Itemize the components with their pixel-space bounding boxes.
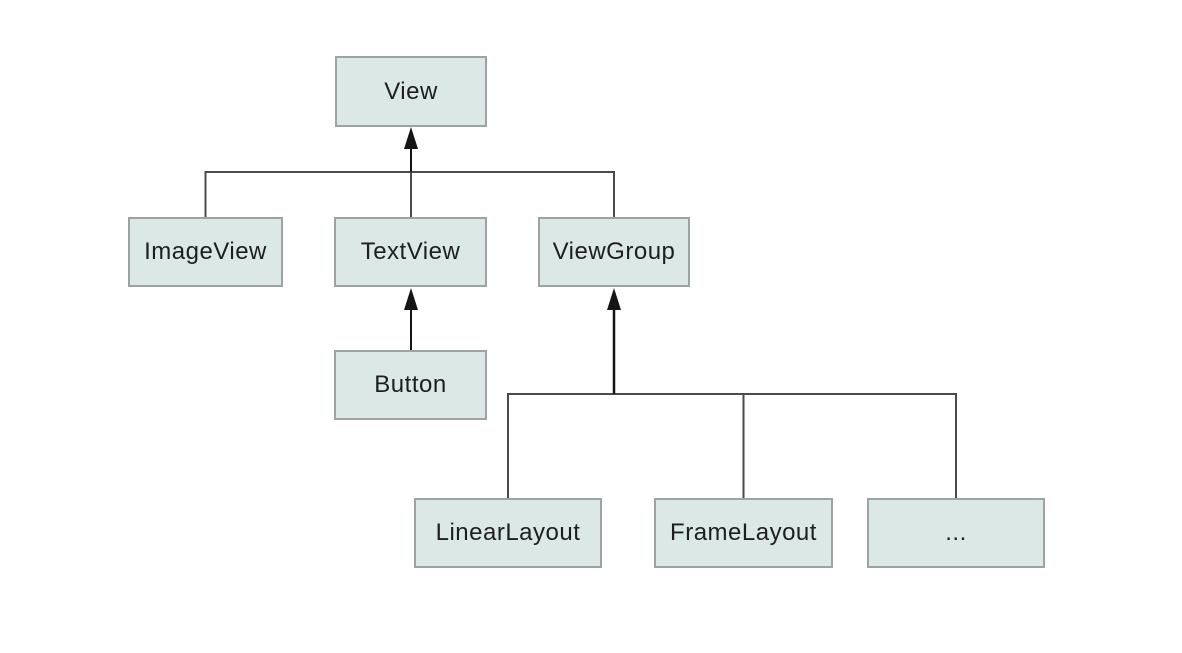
inheritance-arrow-button-to-textview [404, 288, 418, 350]
viewgroup-children-connector [507, 393, 957, 498]
view-children-connector [204, 171, 615, 217]
arrowhead-icon [404, 288, 418, 310]
arrowhead-icon [607, 288, 621, 310]
node-view: View [335, 56, 487, 127]
node-linearlayout: LinearLayout [414, 498, 602, 568]
node-more: ... [867, 498, 1045, 568]
node-button-label: Button [374, 371, 447, 398]
node-view-label: View [384, 77, 438, 105]
node-imageview: ImageView [128, 217, 283, 287]
node-framelayout: FrameLayout [654, 498, 833, 568]
node-framelayout-label: FrameLayout [670, 519, 817, 546]
node-textview-label: TextView [360, 238, 461, 265]
node-more-label: ... [945, 519, 967, 546]
arrowhead-icon [404, 127, 418, 149]
inheritance-arrow-to-view [404, 127, 418, 172]
node-viewgroup-label: ViewGroup [552, 238, 676, 265]
node-linearlayout-label: LinearLayout [435, 519, 581, 546]
node-viewgroup: ViewGroup [538, 217, 690, 287]
node-textview: TextView [334, 217, 487, 287]
node-imageview-label: ImageView [144, 238, 267, 265]
inheritance-arrow-to-viewgroup [607, 288, 621, 394]
node-button: Button [334, 350, 487, 420]
